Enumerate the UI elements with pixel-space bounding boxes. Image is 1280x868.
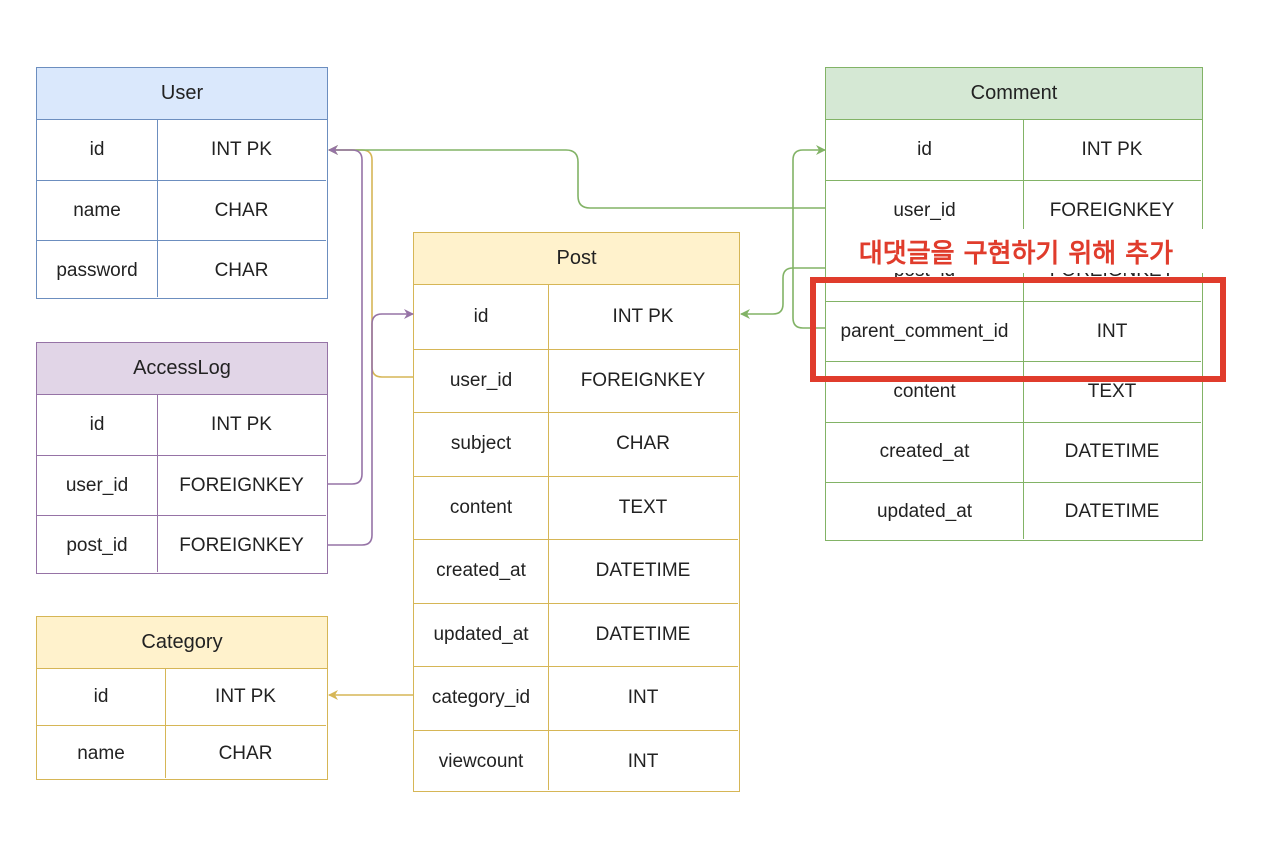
field-name: post_id (37, 515, 157, 575)
field-type: CHAR (165, 725, 326, 781)
table-title: Category (37, 617, 327, 669)
table-title: AccessLog (37, 343, 327, 395)
field-type: INT (548, 666, 738, 730)
field-name: content (826, 361, 1023, 421)
field-name: user_id (826, 180, 1023, 240)
field-name: id (473, 305, 489, 327)
field-name: id (89, 139, 105, 160)
field-name: id (93, 686, 109, 707)
table-title: Comment (826, 68, 1202, 120)
field-name: category_id (414, 666, 548, 730)
link-comment-post (740, 267, 825, 319)
field-name: id (917, 139, 932, 161)
link-comment-user (328, 145, 825, 209)
column-divider (165, 669, 166, 778)
field-type: FOREIGNKEY (548, 348, 738, 413)
field-name: parent_comment_id (826, 300, 1023, 361)
field-name: updated_at (826, 481, 1023, 542)
field-type: DATETIME (1023, 481, 1201, 542)
field-name: viewcount (414, 729, 548, 794)
table-title: User (37, 68, 327, 120)
link-accesslog-post (328, 309, 414, 546)
field-name: password (37, 240, 157, 300)
table-title: Post (414, 233, 739, 285)
link-accesslog-user (328, 145, 363, 485)
annotation-text: 대댓글을 구현하기 위해 추가 (826, 229, 1206, 273)
field-name: content (414, 475, 548, 540)
field-type: FOREIGNKEY (157, 515, 326, 575)
field-type: TEXT (1023, 361, 1201, 421)
field-type: INT PK (211, 414, 272, 435)
field-name: created_at (414, 539, 548, 603)
field-name: id (89, 414, 105, 435)
field-name: subject (414, 412, 548, 476)
field-type: INT (1023, 300, 1201, 361)
field-type: DATETIME (548, 602, 738, 667)
field-type: DATETIME (1023, 421, 1201, 482)
field-type: INT PK (211, 139, 272, 160)
field-type: INT (548, 729, 738, 794)
field-type: INT PK (215, 686, 276, 707)
field-type: CHAR (157, 180, 326, 240)
field-name: user_id (37, 455, 157, 515)
field-type: DATETIME (548, 539, 738, 603)
column-divider (1023, 120, 1024, 540)
column-divider (157, 120, 158, 297)
field-name: name (37, 725, 165, 781)
field-type: INT PK (1081, 139, 1143, 161)
field-type: FOREIGNKEY (157, 455, 326, 515)
field-name: created_at (826, 421, 1023, 482)
field-type: CHAR (157, 240, 326, 300)
field-type: INT PK (612, 305, 674, 327)
link-comment-parent (792, 145, 826, 329)
field-type: TEXT (548, 475, 738, 540)
field-name: name (37, 180, 157, 240)
column-divider (157, 395, 158, 572)
field-name: updated_at (414, 602, 548, 667)
link-post-user (328, 145, 413, 378)
field-type: CHAR (548, 412, 738, 476)
column-divider (548, 285, 549, 790)
field-name: user_id (414, 348, 548, 413)
field-type: FOREIGNKEY (1023, 180, 1201, 240)
